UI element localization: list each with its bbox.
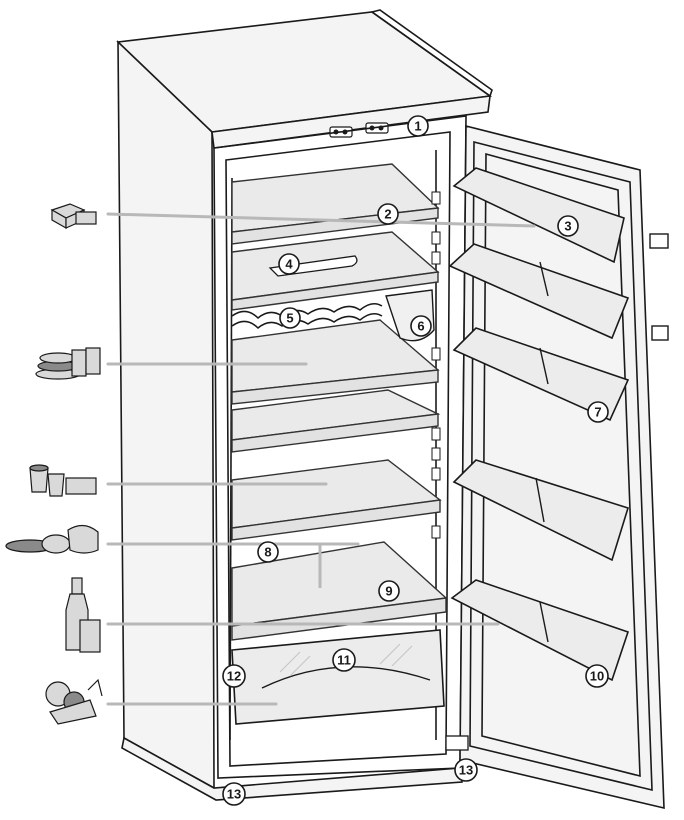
callout-label-8: 8 — [264, 545, 271, 560]
callout-label-13-right: 13 — [459, 763, 473, 778]
door-bin-4 — [452, 459, 629, 562]
door-bin-2 — [448, 243, 630, 340]
door-hinge — [445, 735, 469, 751]
callout-12: 12 — [222, 664, 246, 688]
callout-2: 2 — [377, 203, 399, 225]
shelf-supports — [431, 191, 441, 539]
crisper-drawer — [231, 629, 445, 725]
callout-label-7: 7 — [594, 405, 601, 420]
leader-lines — [106, 212, 536, 706]
door-bin-5 — [450, 579, 630, 682]
callout-label-1: 1 — [414, 119, 421, 134]
callout-label-3: 3 — [564, 219, 571, 234]
meat-and-fish-icon — [5, 524, 99, 554]
door-bin-1 — [452, 167, 625, 264]
callout-8: 8 — [257, 541, 279, 563]
callout-label-13-left: 13 — [227, 787, 241, 802]
yogurt-cups-icon — [29, 464, 97, 497]
callout-13-right: 13 — [454, 758, 478, 782]
shelves — [231, 163, 448, 725]
door — [445, 124, 669, 810]
callout-label-12: 12 — [227, 669, 241, 684]
callout-label-2: 2 — [384, 207, 391, 222]
door-bins — [448, 167, 630, 682]
callout-label-5: 5 — [286, 311, 293, 326]
callout-3: 3 — [557, 215, 579, 237]
callout-13-left: 13 — [222, 782, 246, 806]
callout-6: 6 — [410, 315, 432, 337]
cabinet-left-side — [117, 40, 215, 790]
door-bin-3 — [452, 327, 630, 422]
callout-label-6: 6 — [417, 319, 424, 334]
callout-5: 5 — [279, 307, 301, 329]
door-handle-bottom — [651, 325, 669, 341]
callout-label-10: 10 — [590, 669, 604, 684]
callout-9: 9 — [378, 580, 400, 602]
door-handle-top — [649, 233, 669, 249]
plinth — [121, 736, 463, 801]
callout-7: 7 — [587, 401, 609, 423]
leader-line-1 — [106, 212, 536, 228]
callout-label-11: 11 — [337, 653, 351, 668]
callout-1: 1 — [407, 115, 429, 137]
callout-4: 4 — [278, 253, 300, 275]
cabinet — [116, 9, 493, 801]
callout-10: 10 — [585, 664, 609, 688]
bottle-rack — [231, 303, 383, 320]
callout-label-4: 4 — [285, 257, 293, 272]
callout-label-9: 9 — [385, 584, 392, 599]
callout-11: 11 — [332, 648, 356, 672]
cheese-butter-icon — [50, 203, 97, 230]
control-panel — [211, 95, 491, 149]
plates-and-cans-icon — [35, 347, 101, 380]
vegetables-icon — [45, 678, 103, 725]
bottles-icon — [65, 577, 101, 653]
